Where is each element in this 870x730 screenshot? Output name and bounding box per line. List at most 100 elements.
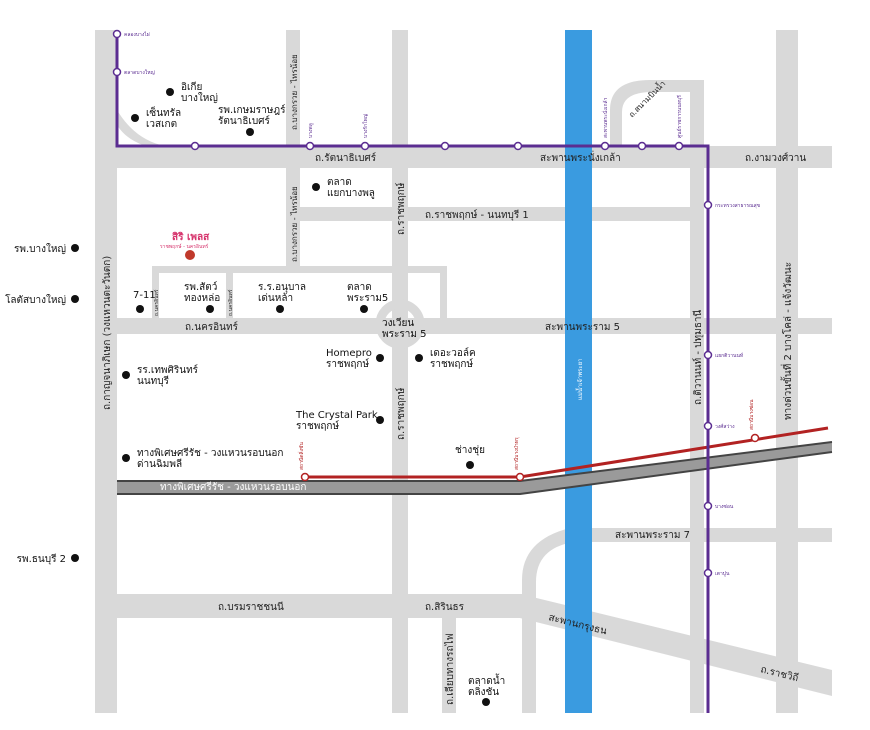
roads xyxy=(95,30,832,713)
label-line: ร.ร.อนุบาล xyxy=(258,282,306,293)
label-line: รร.เทพศิรินทร์ xyxy=(137,364,199,376)
label-line: ราชพฤกษ์ xyxy=(430,358,473,370)
ext-bang-yai-hosp-marker xyxy=(71,244,79,252)
poi-central-label: เซ็นทรัลเวสเกต xyxy=(146,105,181,130)
label-line: เซ็นทรัล xyxy=(146,105,181,119)
label-tiwanon: ถ.ติวานนท์ - ปทุมธานี xyxy=(692,310,704,405)
purple-station xyxy=(637,141,647,151)
road-krungthon xyxy=(520,594,832,696)
station-label: สะพานพระนั่งเกล้า xyxy=(602,97,609,138)
label-line: ช่างชุ่ย xyxy=(455,445,485,456)
label-line: ตลิ่งชัน xyxy=(468,684,499,698)
road-ratchaphruek xyxy=(392,30,408,713)
station-label: สถานีบางบำหรุ xyxy=(513,437,520,470)
poi-seven-eleven-marker xyxy=(136,305,144,313)
red-station-labels: สถานีตลิ่งชัน สถานีบางบำหรุ สถานีบางซ่อน xyxy=(298,399,755,470)
road-tiwanon xyxy=(690,80,704,713)
label-ngamwongwan: ถ.งามวงศ์วาน xyxy=(745,152,806,164)
label-line: รพ.เกษมราษฎร์ xyxy=(218,104,286,116)
soi-label: ถ.นครอินทร์ xyxy=(153,289,160,316)
poi-the-walk-marker xyxy=(415,354,423,362)
purple-station xyxy=(703,350,713,360)
road-borommaratchachonnani xyxy=(117,594,527,618)
label-borommaratchachonnani: ถ.บรมราชชนนี xyxy=(218,601,284,613)
poi-markers xyxy=(71,88,490,706)
purple-stations xyxy=(112,29,713,578)
purple-station xyxy=(703,568,713,578)
purple-station xyxy=(305,141,315,151)
label-line: 7-11 xyxy=(133,290,156,301)
label-line: ทองหล่อ xyxy=(184,293,220,304)
poi-kasemrad-marker xyxy=(246,128,254,136)
label-rama7: สะพานพระราม 7 xyxy=(615,530,690,541)
river-chao-phraya xyxy=(565,30,592,713)
station-label: แยกติวานนท์ xyxy=(715,352,743,359)
external-labels: รพ.บางใหญ่ โลตัสบางใหญ่ รพ.ธนบุรี 2 xyxy=(5,243,66,565)
purple-station xyxy=(112,29,122,39)
label-line: วงเวียน xyxy=(382,317,414,329)
station-label: บางพลู xyxy=(308,123,314,138)
soi-label: ถ.นครอินทร์ xyxy=(227,289,234,316)
poi-talad-rama5-marker xyxy=(360,305,368,313)
road-soi-c xyxy=(440,266,447,322)
poi-crystal-park-marker xyxy=(376,416,384,424)
label-river: แม่น้ำเจ้าพระยา xyxy=(574,358,584,400)
poi-seven-eleven-label: 7-11 xyxy=(133,290,156,301)
label-east-expressway: ทางด่วนขั้นที่ 2 บางโคล่ - แจ้งวัฒนะ xyxy=(780,262,794,420)
station-label: บางรักใหญ่ xyxy=(362,114,369,138)
station-label: วงศ์สว่าง xyxy=(715,423,735,430)
poi-ikea-label: อิเกียบางใหญ่ xyxy=(181,81,218,104)
label-expressway: ทางพิเศษศรีรัช - วงแหวนรอบนอก xyxy=(160,481,307,493)
station-label: สถานีบางซ่อน xyxy=(748,399,755,430)
poi-hosp-pet-marker xyxy=(206,305,214,313)
poi-chang-chui-label: ช่างชุ่ย xyxy=(455,445,485,456)
red-station-taling-chan xyxy=(300,472,310,482)
purple-station xyxy=(703,421,713,431)
poi-talad-bangphlu-marker xyxy=(312,183,320,191)
purple-station xyxy=(112,67,122,77)
purple-station xyxy=(360,141,370,151)
roundabout-label: วงเวียนพระราม 5 xyxy=(382,317,426,340)
label-line: รพ.สัตว์ xyxy=(184,281,217,293)
purple-station xyxy=(190,141,200,151)
label-line: ตลาด xyxy=(327,177,352,188)
label-nonthaburi1: ถ.ราชพฤกษ์ - นนทบุรี 1 xyxy=(425,209,529,221)
purple-station xyxy=(440,141,450,151)
station-label: ตลาดบางใหญ่ xyxy=(124,69,155,76)
label-kanchanaphisek: ถ.กาญจนาภิเษก (วงแหวนตะวันตก) xyxy=(102,256,113,410)
project-name: สิริ เพลส xyxy=(172,231,210,243)
poi-central-marker xyxy=(131,114,139,122)
label-line: รัตนาธิเบศร์ xyxy=(218,115,271,127)
label-ratchaphruek-2: ถ.ราชพฤกษ์ xyxy=(395,387,407,440)
road-rama7 xyxy=(570,528,832,542)
ext-lotus-marker xyxy=(71,295,79,303)
purple-station xyxy=(674,141,684,151)
ext-thonburi2-marker xyxy=(71,554,79,562)
label-line: ราชพฤกษ์ xyxy=(296,420,339,432)
poi-homepro-marker xyxy=(376,354,384,362)
poi-talad-nam-label: ตลาดน้ำตลิ่งชัน xyxy=(468,673,505,698)
label-line: ตลาดน้ำ xyxy=(468,673,505,687)
station-label: สถานีตลิ่งชัน xyxy=(298,442,305,470)
poi-talad-nam-marker xyxy=(482,698,490,706)
ext-bang-yai-hosp-label: รพ.บางใหญ่ xyxy=(14,243,66,255)
label-bang-kruai-2: ถ.บางกรวย - ไทรน้อย xyxy=(290,186,299,262)
poi-talad-rama5-label: ตลาดพระราม5 xyxy=(347,282,388,304)
label-line: เดอะวอล์ค xyxy=(430,347,476,359)
roundabout-rama5 xyxy=(375,299,425,349)
red-station-bang-bamru xyxy=(515,472,525,482)
poi-hosp-pet-label: รพ.สัตว์ทองหล่อ xyxy=(184,281,220,304)
label-line: เวสเกต xyxy=(146,119,177,130)
station-label: ศูนย์ราชการนนทบุรี xyxy=(676,95,683,138)
label-line: พระราม5 xyxy=(347,293,388,304)
poi-school-thepsirin-marker xyxy=(122,371,130,379)
road-ratanathibet xyxy=(117,146,832,168)
station-label: เตาปูน xyxy=(715,571,730,577)
station-label: กระทรวงสาธารณสุข xyxy=(715,203,760,209)
road-soi-b xyxy=(226,266,233,322)
soi-labels: ถ.นครอินทร์ ถ.นครอินทร์ xyxy=(153,289,234,316)
label-line: ราชพฤกษ์ xyxy=(326,358,369,370)
label-ratchaphruek-1: ถ.ราชพฤกษ์ xyxy=(395,182,407,235)
station-label: คลองบางไผ่ xyxy=(124,31,150,38)
